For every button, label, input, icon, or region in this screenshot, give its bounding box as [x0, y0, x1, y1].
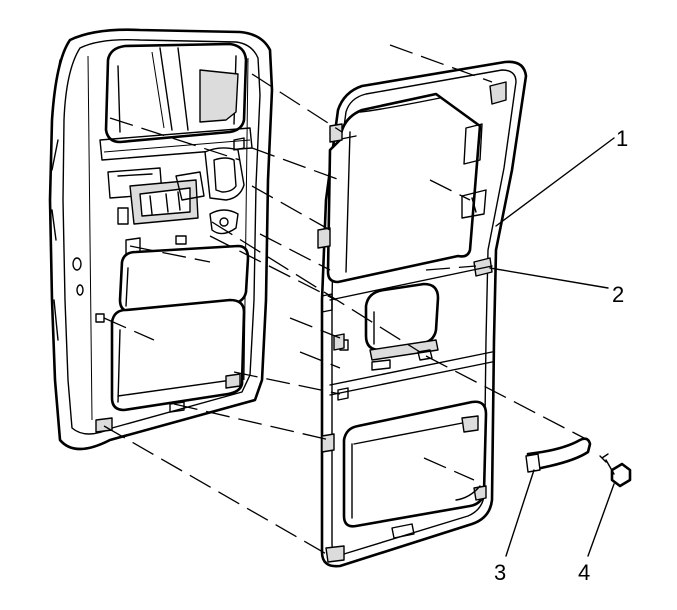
pull-handle: [525, 437, 592, 473]
screw: [599, 453, 632, 488]
clip-callout-2: [473, 257, 493, 277]
callout-number-2: 2: [612, 282, 624, 307]
callout-number-4: 4: [578, 560, 590, 585]
door-inner-frame: [48, 28, 274, 451]
callout-leaders: [489, 137, 615, 557]
callout-number-1: 1: [616, 126, 628, 151]
callout-number-3: 3: [494, 560, 506, 585]
door-trim-panel: [317, 60, 528, 568]
alignment-lines: [103, 44, 585, 557]
